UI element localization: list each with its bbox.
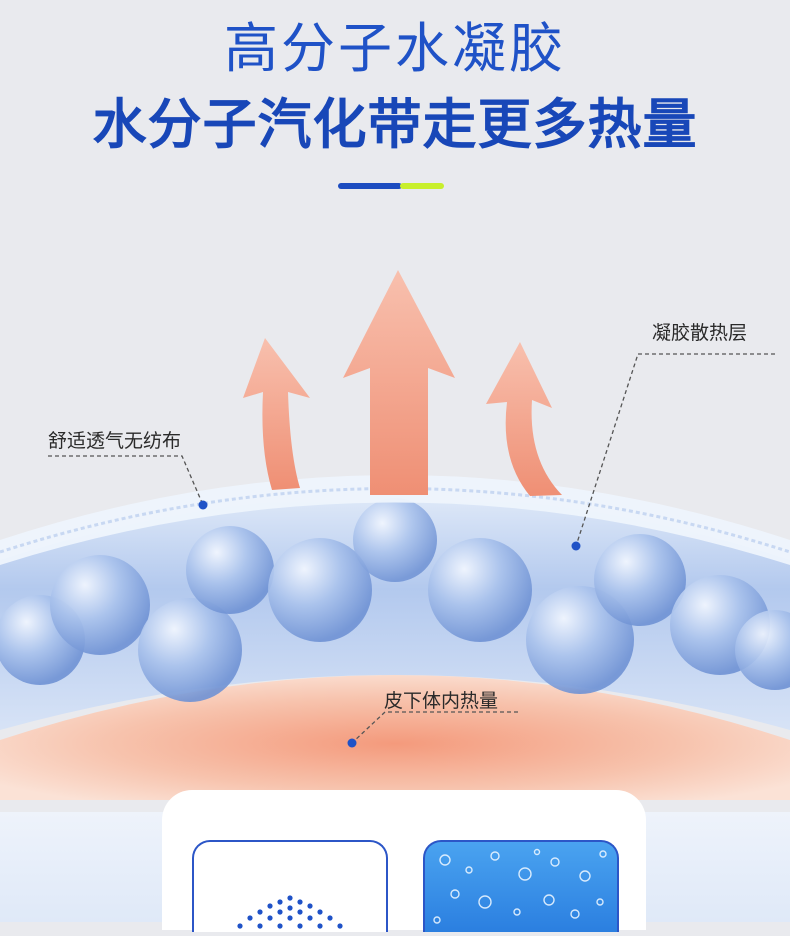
arrow-center: [343, 270, 455, 495]
arrow-left: [243, 338, 310, 490]
breathable-dots-icon: [237, 895, 343, 929]
callout-nonwoven: [48, 455, 204, 506]
breathable-dots-box: [192, 840, 388, 932]
label-body-heat: 皮下体内热量: [384, 690, 499, 712]
nonwoven-layer: [0, 475, 790, 565]
callout-gel: [575, 353, 775, 547]
callout-heat: [351, 711, 518, 744]
divider-green: [400, 183, 444, 189]
gel-bubbles-icon: [433, 848, 607, 924]
gel-bubbles: [0, 498, 790, 702]
skin-layer: [0, 675, 790, 800]
label-gel-layer: 凝胶散热层: [652, 322, 748, 344]
bottom-fade-left: [0, 812, 170, 922]
label-nonwoven: 舒适透气无纺布: [48, 430, 182, 452]
layer-illustration: [0, 270, 790, 800]
sub-title: 水分子汽化带走更多热量: [92, 93, 698, 156]
bottom-fade-right: [640, 812, 790, 922]
main-title: 高分子水凝胶: [224, 17, 566, 80]
gel-bubbles-box: [423, 840, 619, 932]
divider-blue: [338, 183, 402, 189]
arrow-right: [486, 342, 562, 496]
